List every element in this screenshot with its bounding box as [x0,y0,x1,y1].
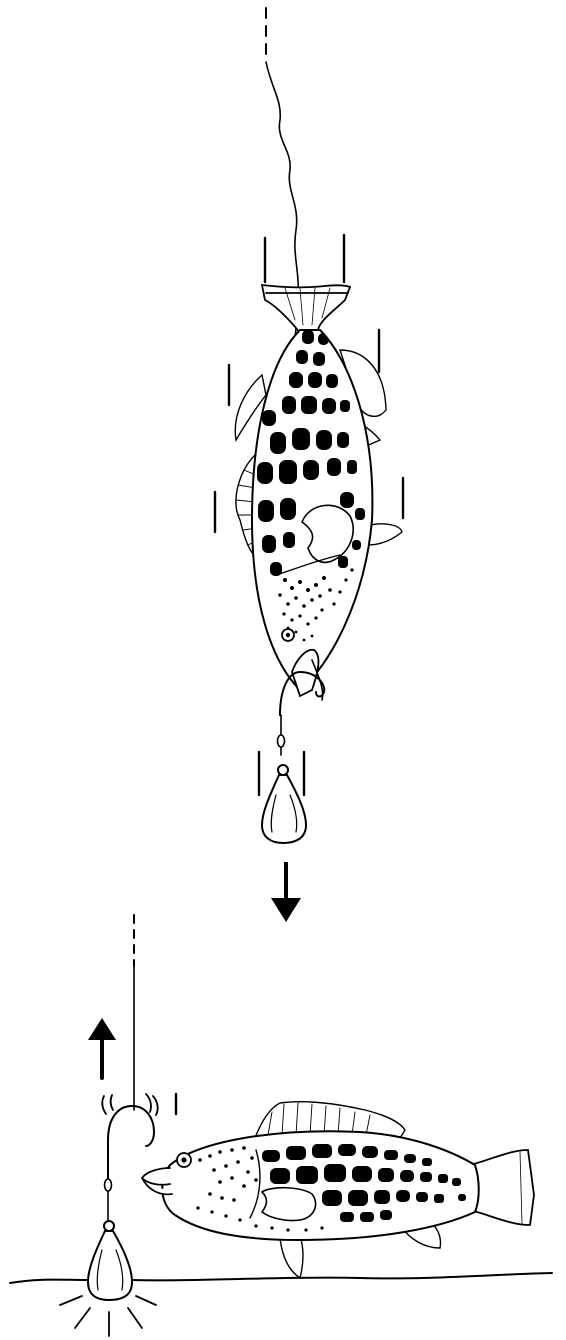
swivel-bottom [105,1179,112,1191]
sinker-bottom [88,1221,132,1300]
impact-lines [60,1296,156,1336]
arrow-up [88,1018,116,1078]
swivel [278,735,285,747]
sinker-top [262,765,306,843]
bottom-scene [10,915,552,1336]
arrow-down [271,862,301,922]
fish2-hook [108,1106,154,1178]
hook-motion-lines [102,1094,176,1115]
top-scene [215,8,403,843]
fish1-tail [262,285,350,333]
fish2-gill-patch [262,1188,316,1221]
